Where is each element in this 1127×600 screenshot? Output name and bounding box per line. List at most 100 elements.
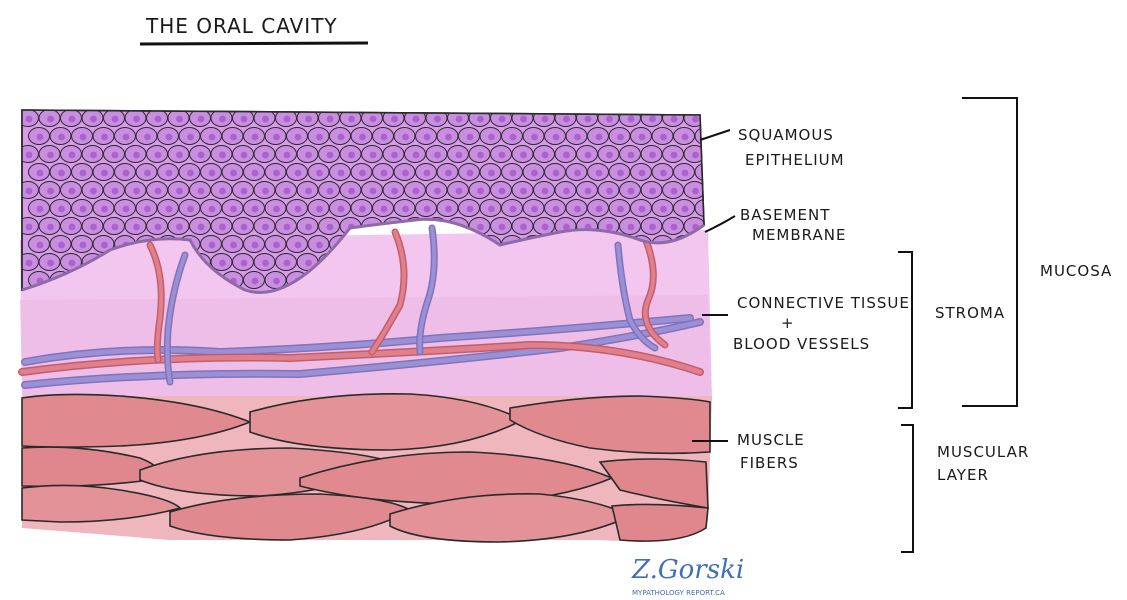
cell-nucleus [402,170,409,177]
cell-nucleus [80,134,87,141]
cell-nucleus [305,152,312,159]
cell-nucleus [617,134,624,141]
cell-nucleus [209,242,216,249]
cell-nucleus [639,170,646,177]
cell-nucleus [262,152,269,159]
cell-nucleus [69,188,76,195]
cell-nucleus [123,134,130,141]
cell-nucleus [499,116,506,123]
label-layer: LAYER [937,466,989,484]
cell-nucleus [112,116,119,123]
cell-nucleus [273,170,280,177]
cell-nucleus [58,206,65,213]
cell-nucleus [241,116,248,123]
cell-nucleus [155,152,162,159]
cell-nucleus [660,170,667,177]
cell-nucleus [26,188,33,195]
label-stroma: STROMA [935,304,1005,322]
cell-nucleus [660,206,667,213]
cell-nucleus [370,116,377,123]
cell-nucleus [80,170,87,177]
cell-nucleus [606,152,613,159]
cell-nucleus [198,116,205,123]
cell-nucleus [305,260,312,267]
cell-nucleus [209,170,216,177]
cell-nucleus [273,242,280,249]
epithelial-cell [717,164,738,181]
cell-nucleus [424,134,431,141]
cell-nucleus [725,170,732,177]
cell-nucleus [370,152,377,159]
cell-nucleus [230,170,237,177]
cell-nucleus [155,188,162,195]
cell-nucleus [488,170,495,177]
cell-nucleus [531,206,538,213]
cell-nucleus [725,242,732,249]
cell-nucleus [542,224,549,231]
label-fibers: FIBERS [740,454,799,472]
label-epithelium: EPITHELIUM [745,151,845,169]
cell-nucleus [101,206,108,213]
label-mucosa: MUCOSA [1040,262,1112,280]
cell-nucleus [69,152,76,159]
cell-nucleus [477,116,484,123]
cell-nucleus [424,170,431,177]
cell-nucleus [381,170,388,177]
cell-nucleus [166,134,173,141]
mucosa-bracket [962,98,1017,406]
cell-nucleus [413,116,420,123]
cell-nucleus [563,152,570,159]
cell-nucleus [671,188,678,195]
cell-nucleus [316,206,323,213]
cell-nucleus [499,224,506,231]
epithelial-cell [706,110,727,127]
cell-nucleus [413,188,420,195]
cell-nucleus [252,278,259,285]
cell-nucleus [488,206,495,213]
cell-nucleus [262,224,269,231]
cell-nucleus [520,116,527,123]
cell-nucleus [553,134,560,141]
cell-nucleus [606,188,613,195]
cell-nucleus [284,188,291,195]
cell-nucleus [327,152,334,159]
cell-nucleus [219,224,226,231]
cell-nucleus [133,224,140,231]
cell-nucleus [391,116,398,123]
epithelial-cell [706,182,727,199]
epithelial-cell [717,236,738,253]
cell-nucleus [47,116,54,123]
cell-nucleus [520,152,527,159]
cell-nucleus [187,170,194,177]
cell-nucleus [563,116,570,123]
structure-labels: SQUAMOUS EPITHELIUM BASEMENT MEMBRANE CO… [733,126,910,472]
cell-nucleus [639,206,646,213]
cell-nucleus [26,260,33,267]
cell-nucleus [144,206,151,213]
cell-nucleus [26,116,33,123]
cell-nucleus [402,134,409,141]
cell-nucleus [241,152,248,159]
cell-nucleus [617,170,624,177]
stroma-bracket [898,252,912,408]
cell-nucleus [660,134,667,141]
cell-nucleus [284,152,291,159]
cell-nucleus [284,224,291,231]
tissue-illustration [18,110,738,543]
cell-nucleus [58,242,65,249]
cell-nucleus [542,116,549,123]
cell-nucleus [262,260,269,267]
cell-nucleus [338,170,345,177]
cell-nucleus [58,134,65,141]
cell-nucleus [671,224,678,231]
cell-nucleus [574,134,581,141]
cell-nucleus [273,278,280,285]
cell-nucleus [628,116,635,123]
cell-nucleus [391,152,398,159]
muscle-layer [22,394,712,542]
cell-nucleus [649,188,656,195]
cell-nucleus [359,134,366,141]
cell-nucleus [284,116,291,123]
cell-nucleus [90,224,97,231]
